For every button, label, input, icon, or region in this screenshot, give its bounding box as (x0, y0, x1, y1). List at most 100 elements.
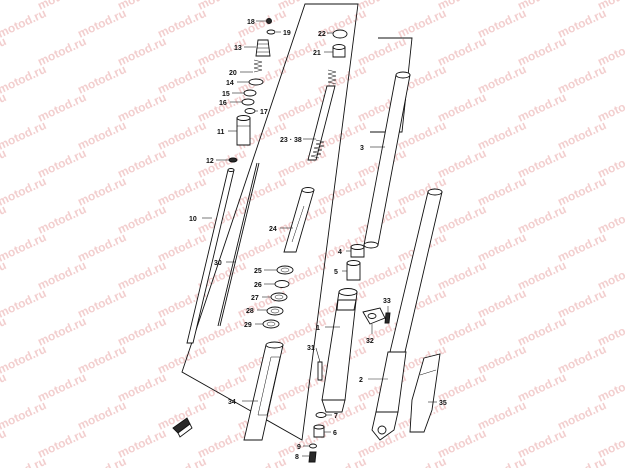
watermark-text: motod.ru (0, 370, 8, 405)
watermark-text: motod.ru (0, 258, 8, 293)
watermark-text: motod.ru (555, 174, 608, 209)
watermark-text: motod.ru (115, 258, 168, 293)
watermark-text: motod.ru (0, 174, 48, 209)
watermark-text: motod.ru (515, 34, 568, 69)
watermark-text: motod.ru (0, 62, 48, 97)
callout-23-38: 23 · 38 (280, 137, 302, 144)
part-21-seal: 21 (313, 44, 346, 58)
watermark-text: motod.ru (75, 342, 128, 377)
part-10-damper-rod: 10 (186, 168, 235, 344)
watermark-text: motod.ru (555, 230, 608, 265)
callout-26: 26 (254, 282, 262, 289)
watermark-text: motod.ru (515, 202, 568, 237)
watermark-text: motod.ru (515, 258, 568, 293)
watermark-text: motod.ru (75, 6, 128, 41)
part-9-washer: 9 (297, 443, 317, 451)
watermark-text: motod.ru (35, 314, 88, 349)
watermark-text: motod.ru (435, 426, 488, 461)
watermark-text: motod.ru (35, 426, 88, 461)
watermark-text: motod.ru (0, 426, 8, 461)
part-19-washer: 19 (266, 29, 291, 37)
callout-12: 12 (206, 158, 214, 165)
watermark-text: motod.ru (195, 426, 248, 461)
callout-22: 22 (318, 31, 326, 38)
part-26-bushing: 26 (254, 280, 290, 289)
watermark-text: motod.ru (235, 454, 288, 468)
watermark-text: motod.ru (0, 314, 8, 349)
callout-15: 15 (222, 91, 230, 98)
callout-5: 5 (334, 269, 338, 276)
watermark-text: motod.ru (75, 230, 128, 265)
part-6-bolt: 6 (313, 424, 337, 438)
watermark-text: motod.ru (475, 62, 528, 97)
watermark-text: motod.ru (235, 62, 288, 97)
watermark-text: motod.ru (35, 370, 88, 405)
front-direction-arrow-icon (172, 417, 193, 438)
callout-17: 17 (260, 109, 268, 116)
callout-16: 16 (219, 100, 227, 107)
watermark-text: motod.ru (195, 146, 248, 181)
callout-3: 3 (360, 145, 364, 152)
callout-6: 6 (333, 430, 337, 437)
callout-18: 18 (247, 19, 255, 26)
watermark-text: motod.ru (555, 6, 608, 41)
watermark-text: motod.ru (115, 146, 168, 181)
watermark-text: motod.ru (435, 146, 488, 181)
watermark-text: motod.ru (275, 314, 328, 349)
callout-10: 10 (189, 216, 197, 223)
part-15-washer: 15 (222, 89, 257, 98)
watermark-text: motod.ru (0, 34, 8, 69)
watermark-text: motod.ru (0, 202, 8, 237)
watermark-text: motod.ru (435, 34, 488, 69)
callout-13: 13 (234, 45, 242, 52)
watermark-text: motod.ru (315, 62, 368, 97)
watermark-text: motod.ru (0, 230, 48, 265)
watermark-text: motod.ru (235, 6, 288, 41)
part-35-lower-cover: 35 (409, 353, 447, 433)
watermark-text: motod.ru (435, 314, 488, 349)
part-18-bolt: 18 (247, 18, 272, 26)
watermark-text: motod.ru (195, 370, 248, 405)
watermark-text: motod.ru (555, 398, 608, 433)
watermark-text: motod.ru (315, 454, 368, 468)
watermark-text: motod.ru (475, 118, 528, 153)
callout-32: 32 (366, 338, 374, 345)
callout-35: 35 (439, 400, 447, 407)
callout-31: 31 (307, 345, 315, 352)
watermark-text: motod.ru (275, 146, 328, 181)
watermark-text: motod.ru (435, 90, 488, 125)
watermark-text: motod.ru (35, 146, 88, 181)
part-12-ring: 12 (206, 157, 238, 165)
callout-27: 27 (251, 295, 259, 302)
watermark-text: motod.ru (155, 230, 208, 265)
watermark-text: motod.ru (75, 454, 128, 468)
watermark-text: motod.ru (395, 454, 448, 468)
watermark-text: motod.ru (35, 90, 88, 125)
watermark-text: motod.ru (0, 454, 48, 468)
watermark-text: motod.ru (75, 398, 128, 433)
callout-20: 20 (229, 70, 237, 77)
callout-34: 34 (228, 399, 236, 406)
part-4-slide-bushing: 4 (338, 244, 365, 258)
watermark-text: motod.ru (115, 202, 168, 237)
part-13-cap-bolt: 13 (234, 39, 271, 57)
callout-29: 29 (244, 322, 252, 329)
part-30-rod: 30 (214, 162, 260, 327)
part-34-fork-cover: 34 (228, 341, 284, 441)
watermark-text: motod.ru (395, 6, 448, 41)
part-3-inner-tube: 3 (360, 71, 411, 249)
callout-2: 2 (359, 377, 363, 384)
watermark-text: motod.ru (555, 454, 608, 468)
part-28-oil-seal: 28 (246, 306, 284, 316)
watermark-text: motod.ru (0, 398, 48, 433)
watermark-text: motod.ru (475, 286, 528, 321)
watermark-text: motod.ru (75, 118, 128, 153)
watermark-text: motod.ru (115, 426, 168, 461)
callout-1: 1 (316, 325, 320, 332)
watermark-text: motod.ru (515, 146, 568, 181)
part-25-bushing: 25 (254, 265, 294, 275)
watermark-text: motod.ru (555, 286, 608, 321)
watermark-text: motod.ru (475, 398, 528, 433)
watermark-text: motod.ru (115, 370, 168, 405)
